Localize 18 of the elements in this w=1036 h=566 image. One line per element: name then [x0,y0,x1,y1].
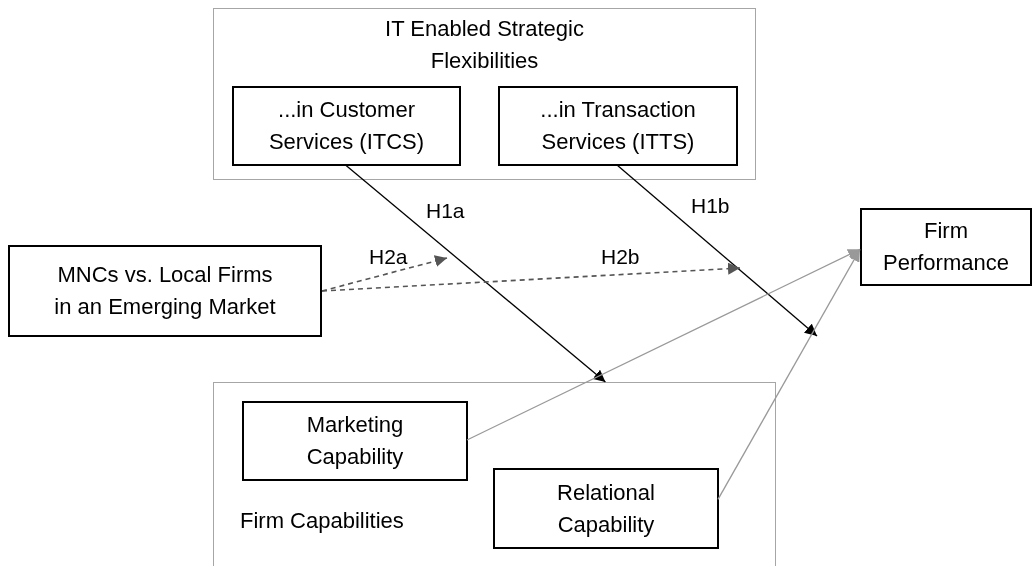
concept-box: Firm Performance [860,208,1032,286]
arrow [717,248,861,501]
group-frame [213,382,776,566]
concept-box: MNCs vs. Local Firms in an Emerging Market [8,245,322,337]
edge-label: H1b [690,195,731,216]
concept-box: ...in Customer Services (ITCS) [232,86,461,166]
arrow [344,164,607,383]
edge-label: H2b [600,246,641,267]
group-frame [213,8,756,180]
arrow [321,262,741,292]
arrow [466,248,861,441]
concept-box: Marketing Capability [242,401,468,481]
arrow [321,255,448,292]
group-title: IT Enabled Strategic Flexibilities [384,15,585,75]
concept-box: Relational Capability [493,468,719,549]
concept-box: ...in Transaction Services (ITTS) [498,86,738,166]
group-title: Firm Capabilities [240,507,404,535]
arrow [616,164,818,337]
